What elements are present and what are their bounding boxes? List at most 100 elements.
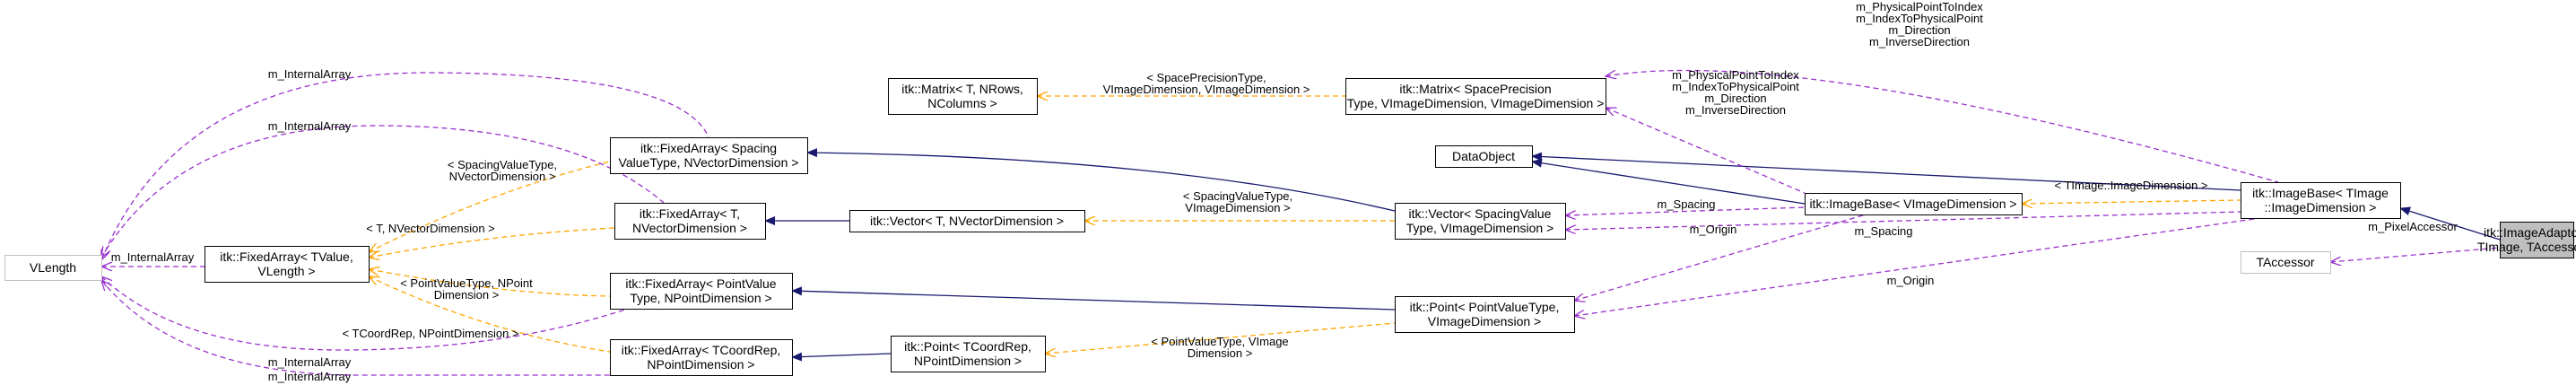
node-fixedarray-t[interactable]: itk::FixedArray< T,NVectorDimension > xyxy=(614,203,766,240)
inheritance-edge xyxy=(1531,152,2241,191)
node-label: itk::FixedArray< TValue, xyxy=(220,249,352,264)
member-edge xyxy=(1574,214,1867,301)
node-box xyxy=(610,137,808,174)
node-imagebase-t[interactable]: itk::ImageBase< TImage::ImageDimension > xyxy=(2241,182,2401,219)
node-label: itk::FixedArray< Spacing xyxy=(640,141,777,155)
node-vector-spacing[interactable]: itk::Vector< SpacingValueType, VImageDim… xyxy=(1395,203,1566,240)
node-imagebase-v[interactable]: itk::ImageBase< VImageDimension > xyxy=(1805,193,2023,215)
node-label: NColumns > xyxy=(927,96,996,110)
edge-label-internal-array-3: m_InternalArray xyxy=(268,355,352,369)
node-box xyxy=(610,339,793,376)
node-box xyxy=(1805,193,2023,215)
node-label: itk::Matrix< SpacePrecision xyxy=(1399,82,1551,96)
node-box xyxy=(1395,296,1575,333)
node-box xyxy=(849,210,1085,232)
template-edge xyxy=(2022,200,2241,204)
edge-label-origin-2: m_Origin xyxy=(1887,274,1935,287)
node-matrix-t[interactable]: itk::Matrix< T, NRows,NColumns > xyxy=(888,78,1038,115)
node-label: itk::Vector< SpacingValue xyxy=(1409,206,1552,221)
member-edge xyxy=(101,125,665,258)
node-label: itk::Vector< T, NVectorDimension > xyxy=(870,214,1064,228)
template-edge xyxy=(369,227,615,258)
node-box xyxy=(1345,78,1606,115)
node-label: VLength xyxy=(30,260,76,275)
member-edge xyxy=(2330,247,2501,262)
inheritance-edge xyxy=(791,286,1396,311)
node-box xyxy=(1395,203,1566,240)
node-label: itk::ImageBase< VImageDimension > xyxy=(1809,197,2016,211)
node-label: itk::ImageBase< TImage xyxy=(2252,186,2389,200)
node-label: NPointDimension > xyxy=(647,357,754,372)
template-edge xyxy=(1045,322,1396,354)
node-taccessor[interactable]: TAccessor xyxy=(2241,251,2331,274)
node-label: VLength > xyxy=(257,264,315,278)
inheritance-edge xyxy=(791,352,892,362)
edge-label-tpl-spacing-nvector: < SpacingValueType,NVectorDimension > xyxy=(448,158,557,183)
template-edge xyxy=(369,276,611,353)
node-fixedarray-tvalue[interactable]: itk::FixedArray< TValue,VLength > xyxy=(205,246,370,283)
node-box xyxy=(610,273,793,310)
node-label: DataObject xyxy=(1452,149,1515,163)
template-edge xyxy=(369,269,611,297)
member-edge xyxy=(1565,206,1806,215)
node-label: itk::Point< PointValueType, xyxy=(1410,300,1560,314)
edge-label-spacing-1: m_Spacing xyxy=(1657,197,1715,211)
node-dataobject[interactable]: DataObject xyxy=(1435,145,1533,168)
node-label: itk::Matrix< T, NRows, xyxy=(901,82,1023,96)
node-point-pointvalue[interactable]: itk::Point< PointValueType,VImageDimensi… xyxy=(1395,296,1575,333)
node-label: NPointDimension > xyxy=(914,354,1022,368)
node-box xyxy=(888,78,1038,115)
node-label: itk::FixedArray< T, xyxy=(640,206,740,221)
node-fixedarray-pointvalue[interactable]: itk::FixedArray< PointValueType, NPointD… xyxy=(610,273,793,310)
member-edge xyxy=(1606,69,2279,183)
node-point-tcoordrep[interactable]: itk::Point< TCoordRep,NPointDimension > xyxy=(891,336,1046,372)
inheritance-edge xyxy=(1531,158,1806,205)
node-label: itk::ImageAdaptor< xyxy=(2484,225,2576,240)
node-matrix-spacing[interactable]: itk::Matrix< SpacePrecisionType, VImageD… xyxy=(1345,78,1606,115)
node-label: Type, NPointDimension > xyxy=(630,291,771,305)
node-label: NVectorDimension > xyxy=(632,221,747,235)
member-edge xyxy=(1574,217,2261,316)
edge-label-internal-array-1: m_InternalArray xyxy=(268,67,352,81)
inheritance-edge xyxy=(2399,206,2501,241)
node-box xyxy=(205,246,370,283)
node-box xyxy=(2241,182,2401,219)
node-label: VImageDimension > xyxy=(1428,314,1541,328)
edge-label-pixel-accessor: m_PixelAccessor xyxy=(2368,220,2458,233)
node-vlength[interactable]: VLength xyxy=(4,255,102,281)
node-label: TImage, TAccessor > xyxy=(2477,240,2576,254)
edge-label-origin-1: m_Origin xyxy=(1690,223,1737,236)
node-label: Type, VImageDimension, VImageDimension > xyxy=(1347,96,1605,110)
member-edge xyxy=(101,72,709,260)
node-box xyxy=(614,203,766,240)
node-imageadaptor[interactable]: itk::ImageAdaptor<TImage, TAccessor > xyxy=(2477,222,2576,258)
node-box xyxy=(2241,251,2331,274)
edge-label-tpl-spaceprecision: < SpacePrecisionType,VImageDimension, VI… xyxy=(1103,71,1310,96)
node-box xyxy=(891,336,1046,372)
node-fixedarray-spacing[interactable]: itk::FixedArray< SpacingValueType, NVect… xyxy=(610,137,808,174)
node-label: itk::FixedArray< PointValue xyxy=(625,276,776,291)
node-fixedarray-tcoordrep[interactable]: itk::FixedArray< TCoordRep,NPointDimensi… xyxy=(610,339,793,376)
node-box xyxy=(2500,222,2574,258)
member-edge xyxy=(101,276,629,351)
node-label: itk::Point< TCoordRep, xyxy=(904,339,1031,354)
node-label: itk::FixedArray< TCoordRep, xyxy=(622,343,781,357)
template-edge xyxy=(369,161,611,252)
edge-label-tpl-timage-dimension: < TImage::ImageDimension > xyxy=(2054,179,2207,192)
edge-label-tpl-t-nvector: < T, NVectorDimension > xyxy=(366,222,495,235)
node-vector-t[interactable]: itk::Vector< T, NVectorDimension > xyxy=(849,210,1085,232)
node-box xyxy=(4,255,102,281)
node-label: ::ImageDimension > xyxy=(2265,200,2377,214)
edge-label-internal-array-5: m_InternalArray xyxy=(111,250,195,264)
inheritance-edge xyxy=(806,148,1396,212)
node-label: ValueType, NVectorDimension > xyxy=(619,155,799,170)
edge-label-internal-array-2: m_InternalArray xyxy=(268,119,352,133)
edge-label-internal-array-4: m_InternalArray xyxy=(268,370,352,383)
member-edge xyxy=(1606,108,1806,194)
edge-label-tpl-tcoordrep-npoint: < TCoordRep, NPointDimension > xyxy=(342,327,518,340)
